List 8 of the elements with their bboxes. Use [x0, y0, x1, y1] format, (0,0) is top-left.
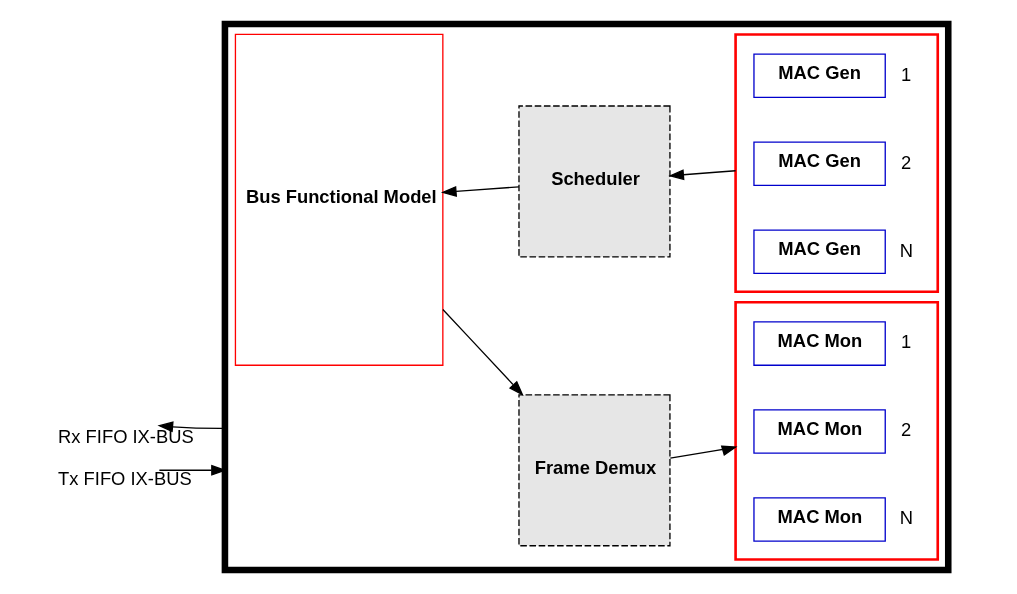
- node-label: 1: [900, 63, 911, 85]
- node-label: 2: [900, 419, 911, 441]
- node-label: 2: [900, 151, 911, 173]
- edge-label: Rx FIFO IX-BUS: [57, 425, 194, 447]
- edge-label: Tx FIFO IX-BUS: [57, 467, 192, 489]
- node-label: N: [899, 239, 913, 261]
- node-label: N: [899, 507, 913, 529]
- node-label: 1: [900, 331, 911, 353]
